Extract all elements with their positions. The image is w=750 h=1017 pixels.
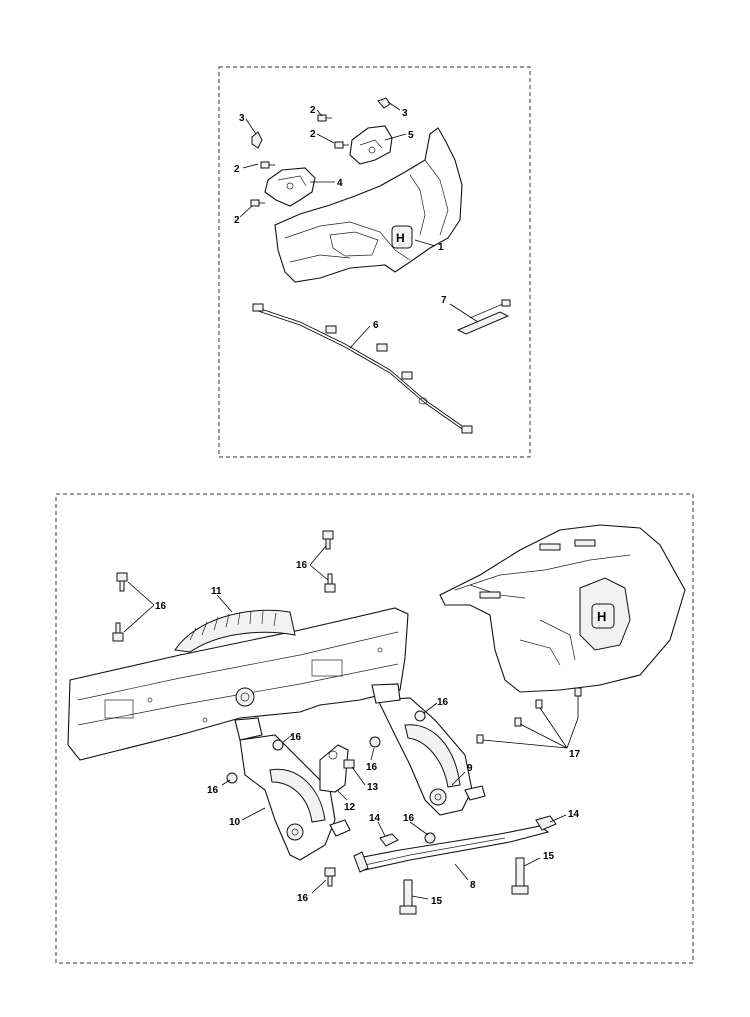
part-11-frame-plate <box>67 607 409 761</box>
callout-6: 6 <box>373 320 379 331</box>
bottom-callouts: 8 9 10 11 12 13 14 14 15 15 16 16 16 16 … <box>155 560 581 907</box>
callout-1: 1 <box>438 242 444 253</box>
top-panel-frame <box>218 66 531 458</box>
callout-2: 2 <box>310 129 316 140</box>
callout-15: 15 <box>543 851 555 862</box>
callout-5: 5 <box>408 130 414 141</box>
screw-parts-2 <box>250 114 349 207</box>
callout-2: 2 <box>234 215 240 226</box>
callout-14: 14 <box>369 813 381 824</box>
part-15-bolts <box>399 857 529 915</box>
callout-14: 14 <box>568 809 580 820</box>
callout-2: 2 <box>310 105 316 116</box>
callout-2: 2 <box>234 164 240 175</box>
callout-12: 12 <box>344 802 356 813</box>
callout-8: 8 <box>470 880 476 891</box>
part-17-screws <box>476 687 582 744</box>
svg-text:H: H <box>597 609 606 624</box>
part-14-nuts <box>379 815 557 847</box>
callout-3: 3 <box>402 108 408 119</box>
callout-13: 13 <box>367 782 379 793</box>
callout-16: 16 <box>290 732 302 743</box>
callout-16: 16 <box>297 893 309 904</box>
callout-11: 11 <box>211 586 222 597</box>
callout-4: 4 <box>337 178 343 189</box>
callout-9: 9 <box>467 763 473 774</box>
callout-16: 16 <box>207 785 219 796</box>
callout-16: 16 <box>155 601 167 612</box>
top-leader-lines <box>239 101 479 349</box>
callout-3: 3 <box>239 113 245 124</box>
callout-16: 16 <box>296 560 308 571</box>
part-7-ribbon-cable <box>456 299 511 335</box>
svg-text:H: H <box>396 231 405 245</box>
part-8-bar <box>353 825 550 873</box>
part-5-bracket <box>349 125 393 165</box>
bottom-panel-frame <box>55 493 694 964</box>
part-6-wiring-harness <box>252 303 473 434</box>
callout-7: 7 <box>441 295 447 306</box>
part-13-bolt <box>343 759 355 769</box>
clip-parts-3 <box>251 97 391 149</box>
callout-17: 17 <box>569 749 581 760</box>
callout-15: 15 <box>431 896 443 907</box>
bottom-leader-lines <box>123 545 579 900</box>
callout-16: 16 <box>437 697 449 708</box>
part-9-right-bracket <box>371 683 486 816</box>
top-callouts: 1 2 2 2 2 3 3 4 5 6 7 <box>234 105 447 331</box>
part-16-flange-bolts <box>112 530 436 887</box>
part-10-left-bracket <box>234 717 351 861</box>
part-4-bracket <box>264 167 316 207</box>
callout-16: 16 <box>366 762 378 773</box>
dashboard-housing: H <box>439 524 686 693</box>
part-1-front-cover: H <box>274 127 463 283</box>
callout-16: 16 <box>403 813 415 824</box>
callout-10: 10 <box>229 817 241 828</box>
part-12-clip <box>319 744 349 793</box>
